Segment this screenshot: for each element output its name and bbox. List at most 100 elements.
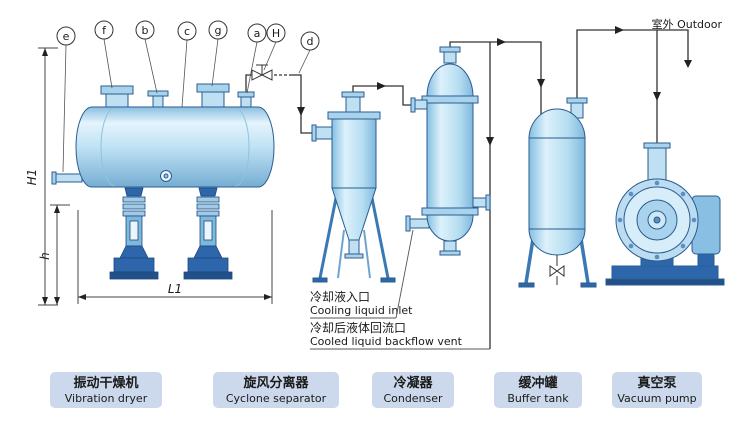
condenser-top-nozzle — [443, 51, 457, 64]
arrow-down-icon — [653, 92, 661, 101]
condenser-dome — [426, 63, 474, 98]
dryer-nozzle-b — [152, 95, 164, 109]
legend-dryer-zh: 振动干燥机 — [73, 375, 138, 391]
arrow-down-icon — [297, 107, 305, 116]
legend-condenser-en: Condenser — [383, 392, 443, 405]
buffer-top-dome — [528, 108, 586, 140]
arrow-down-icon — [537, 79, 545, 88]
weld-seam — [234, 107, 250, 187]
legend-strip — [372, 372, 454, 408]
legend-condenser-zh: 冷凝器 — [393, 375, 433, 391]
arrow-right-icon — [497, 38, 506, 46]
callout-e: e — [63, 30, 70, 43]
legend-pump-en: Vacuum pump — [617, 392, 696, 405]
vibration-dryer — [51, 83, 275, 280]
cyclone-leg — [370, 197, 390, 279]
callouts: e f b c g a H d — [56, 20, 320, 173]
pump-bolt-circle — [617, 180, 697, 260]
legend-buffer-zh: 缓冲罐 — [518, 375, 557, 391]
callout-a: a — [254, 27, 261, 40]
arrow-down-icon — [486, 137, 494, 146]
pipe-buffer-to-outdoor — [576, 29, 689, 98]
vibration-mount — [183, 187, 233, 280]
callout-f: f — [102, 24, 107, 37]
callout-H: H — [272, 27, 280, 40]
cyclone-foot — [380, 277, 396, 283]
buffer-shell — [528, 137, 586, 231]
annotations: 冷却液入口 Cooling liquid inlet 冷却后液体回流口 Cool… — [310, 17, 723, 350]
pump-base-plate — [605, 278, 725, 286]
condenser-inlet-nozzle — [414, 99, 428, 110]
legend-buffer-en: Buffer tank — [507, 392, 569, 405]
cyclone-cone — [331, 187, 377, 241]
condenser-top-flange — [421, 95, 479, 104]
callout-c: c — [184, 25, 190, 38]
buffer-tank — [518, 97, 597, 288]
buffer-bottom-dome — [528, 228, 586, 256]
drain-valve-icon — [549, 265, 558, 277]
cyclone-inlet — [315, 126, 333, 140]
cyclone-outlet — [348, 239, 360, 255]
cyclone-leg — [337, 229, 345, 279]
dryer-vapor-nozzle — [240, 96, 252, 109]
cyclone-foot — [312, 277, 328, 283]
condenser-backflow-nozzle — [472, 197, 487, 208]
equipment-legend: 振动干燥机 Vibration dryer 旋风分离器 Cyclone sepa… — [50, 372, 702, 408]
condenser-bottom-flange — [421, 207, 479, 216]
callout-leaders — [62, 38, 311, 173]
pump-discharge-nozzle — [647, 147, 667, 181]
pipe-condenser-to-buffer — [449, 41, 542, 115]
dimension-arrowheads — [42, 48, 272, 305]
legend-pump-zh: 真空泵 — [637, 375, 676, 391]
condenser-shell — [426, 102, 474, 209]
cyclone-body — [331, 118, 377, 189]
cooling-inlet-label-zh: 冷却液入口 — [310, 289, 370, 304]
cooling-inlet-label-en: Cooling liquid inlet — [310, 304, 413, 317]
legend-cyclone-en: Cyclone separator — [226, 392, 327, 405]
legend-strip — [213, 372, 339, 408]
dryer-manhole-left — [105, 93, 129, 109]
dryer-shell — [75, 106, 275, 188]
dryer-side-nozzle — [55, 173, 83, 183]
dryer-manhole-right — [201, 91, 225, 109]
dimension-h1-label: H1 — [25, 169, 39, 186]
valve-icon — [251, 64, 273, 81]
piping — [245, 29, 689, 349]
vibration-mount — [109, 187, 159, 280]
condenser-cooling-inlet-nozzle — [409, 218, 430, 229]
legend-cyclone-zh: 旋风分离器 — [242, 375, 309, 391]
buffer-foot — [518, 282, 535, 288]
arrow-right-icon — [615, 26, 624, 34]
backflow-label-en: Cooled liquid backflow vent — [310, 335, 463, 348]
arrow-down-icon — [684, 60, 692, 68]
cyclone-vortex-finder — [345, 96, 361, 113]
legend-strip — [494, 372, 582, 408]
dimension-l1-label: L1 — [168, 282, 182, 296]
dimension-lines — [38, 47, 273, 306]
callout-b: b — [142, 24, 149, 37]
pump-base — [611, 265, 719, 280]
legend-strip — [50, 372, 162, 408]
callout-circles — [56, 20, 320, 51]
condenser — [405, 46, 491, 256]
backflow-label-zh: 冷却后液体回流口 — [310, 320, 406, 335]
cyclone-leg — [363, 229, 371, 279]
pipe-dryer-outlet — [245, 74, 252, 92]
outdoor-label: 室外 Outdoor — [652, 17, 723, 31]
legend-strip — [612, 372, 702, 408]
pipe-to-cyclone — [290, 74, 312, 134]
cyclone-lid — [327, 111, 381, 120]
callout-g: g — [215, 24, 222, 37]
weld-seam — [100, 107, 116, 187]
arrow-right-icon — [377, 82, 386, 90]
cyclone-separator — [311, 91, 396, 283]
cyclone-leg — [318, 197, 338, 279]
pipe-cyclone-to-condenser — [352, 85, 411, 106]
condenser-bottom-dome — [426, 214, 474, 242]
legend-dryer-en: Vibration dryer — [65, 392, 148, 405]
buffer-foot — [580, 282, 597, 288]
condenser-bottom-nozzle — [443, 240, 457, 252]
callout-d: d — [307, 35, 314, 48]
